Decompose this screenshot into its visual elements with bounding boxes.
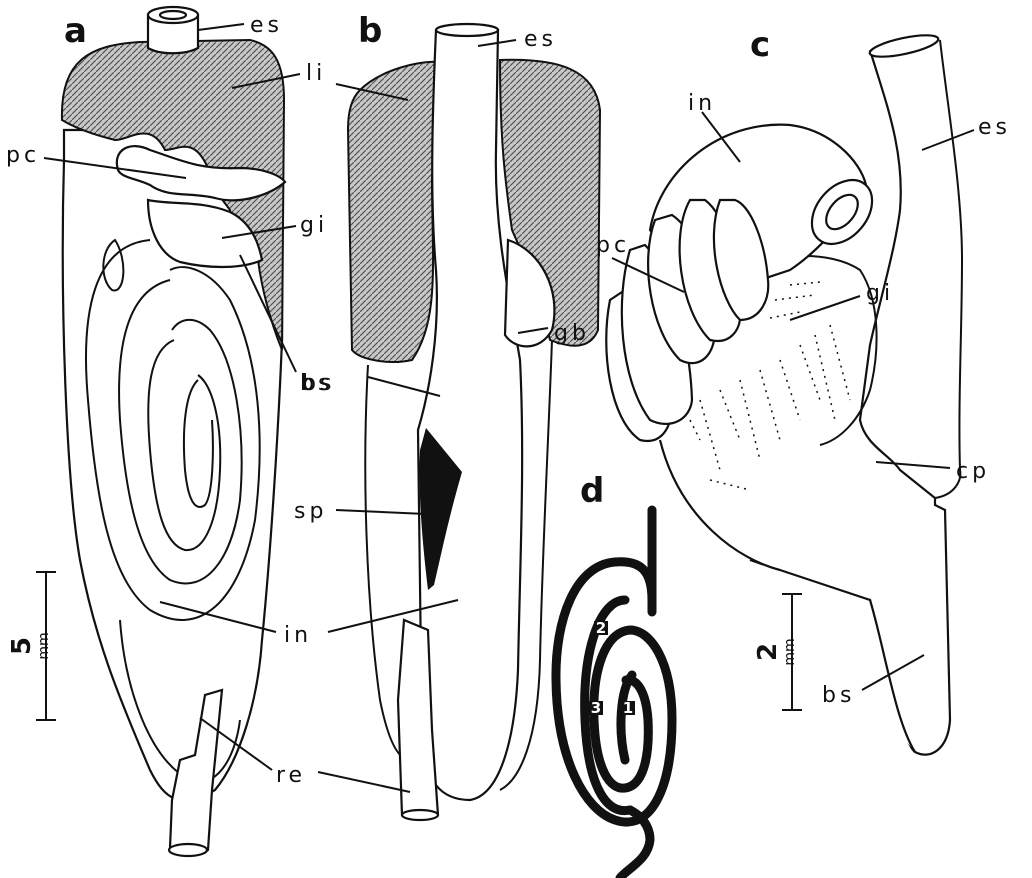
panel-a-esophagus-lumen bbox=[160, 11, 186, 19]
panel-c-esophagus-opening bbox=[868, 31, 940, 61]
coil-marker-2: 2 bbox=[596, 619, 606, 637]
panel-a-drawing bbox=[62, 7, 285, 856]
label-c-bs: bs bbox=[822, 683, 855, 708]
coil-marker-1: 1 bbox=[623, 699, 633, 717]
label-b-gb: gb bbox=[554, 321, 590, 346]
label-c-gi: gi bbox=[866, 281, 894, 306]
label-a-pc: pc bbox=[6, 143, 40, 168]
scale-c-label: 2 mm bbox=[753, 638, 798, 665]
scale-c-unit: mm bbox=[782, 638, 798, 665]
scale-a-unit: mm bbox=[36, 632, 52, 659]
label-a-es: es bbox=[250, 13, 283, 38]
panel-b-drawing bbox=[348, 24, 600, 820]
coil-marker-3: 3 bbox=[591, 699, 601, 717]
scale-a-value: 5 bbox=[7, 637, 37, 655]
panel-b-rectum-opening bbox=[402, 810, 438, 820]
panel-b-esophagus-opening bbox=[436, 24, 498, 36]
panel-letter-d: d bbox=[580, 471, 604, 511]
label-b-es: es bbox=[524, 27, 557, 52]
panel-c-esophagus-right bbox=[935, 40, 962, 498]
label-a-gi: gi bbox=[300, 213, 328, 238]
label-re: re bbox=[276, 763, 306, 788]
label-c-pc: pc bbox=[596, 233, 630, 258]
scale-c-value: 2 bbox=[753, 643, 783, 661]
leader-a-es bbox=[198, 24, 244, 30]
label-a-li: li bbox=[306, 61, 326, 86]
scale-a-label: 5 mm bbox=[7, 632, 52, 659]
panel-letter-b: b bbox=[358, 11, 382, 51]
label-b-bs: bs bbox=[302, 371, 335, 396]
label-in: in bbox=[284, 623, 312, 648]
panel-b-liver-left bbox=[348, 62, 440, 362]
label-c-cp: cp bbox=[956, 459, 990, 484]
leader-re-b bbox=[318, 772, 410, 792]
panel-letter-c: c bbox=[750, 25, 770, 65]
panel-letter-a: a bbox=[64, 11, 87, 51]
leader-b-sp bbox=[336, 510, 426, 514]
label-c-in: in bbox=[688, 91, 716, 116]
panel-a-rectum-opening bbox=[169, 844, 207, 856]
panel-d-drawing bbox=[556, 510, 672, 878]
label-b-sp: sp bbox=[294, 499, 327, 524]
panel-d-coil-core bbox=[621, 675, 632, 760]
leader-c-es bbox=[922, 130, 974, 150]
label-c-es: es bbox=[978, 115, 1011, 140]
